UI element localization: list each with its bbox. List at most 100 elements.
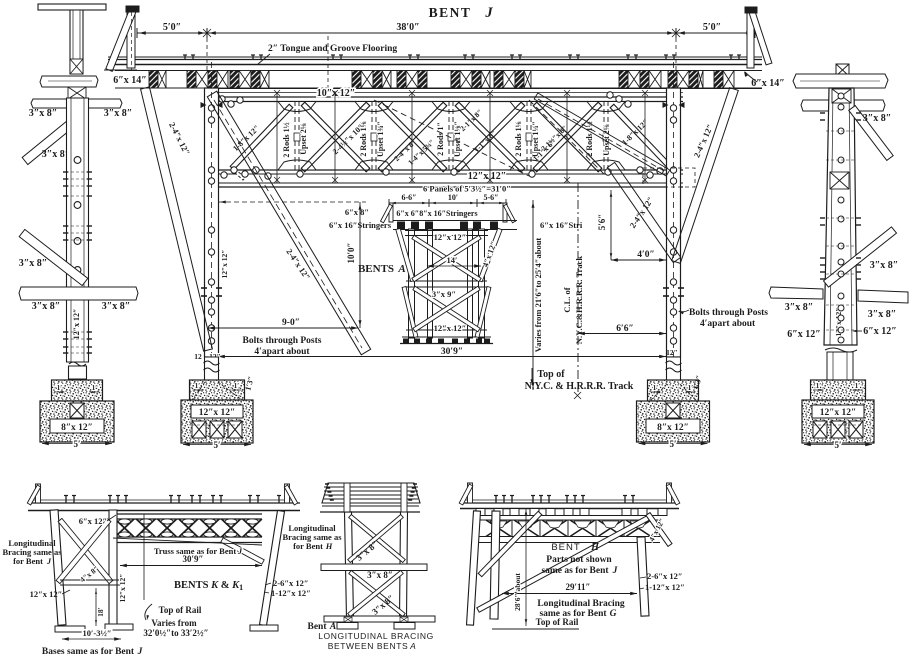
svg-text:Bases same as for Bent: Bases same as for Bent <box>42 647 135 657</box>
svg-text:12: 12 <box>194 352 202 361</box>
svg-text:Truss same as for Bent: Truss same as for Bent <box>154 546 236 556</box>
svg-text:12″x 12″: 12″x 12″ <box>468 171 507 182</box>
svg-text:3″x 8″: 3″x 8″ <box>29 108 58 119</box>
svg-text:G: G <box>610 609 617 619</box>
svg-text:3″x 8″: 3″x 8″ <box>19 258 48 269</box>
svg-text:30′9″: 30′9″ <box>182 554 203 564</box>
svg-text:3″x 8″: 3″x 8″ <box>42 149 71 160</box>
svg-text:5-6″: 5-6″ <box>483 193 498 202</box>
svg-text:2-6″x 12″: 2-6″x 12″ <box>273 578 309 588</box>
svg-text:Longitudinal: Longitudinal <box>8 538 56 548</box>
svg-text:1-12″x 12″: 1-12″x 12″ <box>271 588 311 598</box>
svg-text:6″x 8″: 6″x 8″ <box>345 207 369 217</box>
svg-text:Bracing same as: Bracing same as <box>2 547 62 557</box>
svg-text:3″x 8″: 3″x 8″ <box>32 301 61 312</box>
svg-text:12″x 12″: 12″x 12″ <box>72 309 81 340</box>
svg-text:6″x 6″8″x 16″Stringers: 6″x 6″8″x 16″Stringers <box>396 209 477 218</box>
svg-text:Top of: Top of <box>537 369 565 380</box>
svg-text:29′11″: 29′11″ <box>565 582 590 592</box>
svg-text:Longitudinal: Longitudinal <box>288 523 336 533</box>
svg-text:4′apart about: 4′apart about <box>254 347 310 357</box>
svg-text:18′: 18′ <box>96 607 105 617</box>
svg-text:same as for Bent: same as for Bent <box>541 566 609 576</box>
svg-text:3″x 8″: 3″x 8″ <box>785 302 814 313</box>
svg-text:12″x 12″: 12″x 12″ <box>834 308 843 337</box>
svg-text:3″x 9″: 3″x 9″ <box>432 289 456 299</box>
svg-text:10′-3½″: 10′-3½″ <box>82 628 111 638</box>
svg-text:Upset 1⅛″: Upset 1⅛″ <box>453 121 462 157</box>
svg-text:6 Panels of 5′3½″=31′0″: 6 Panels of 5′3½″=31′0″ <box>423 184 511 194</box>
svg-text:Upset 1¾″: Upset 1¾″ <box>376 121 385 157</box>
svg-text:Parts not shown: Parts not shown <box>546 555 612 565</box>
svg-text:Varies from: Varies from <box>151 618 197 628</box>
svg-text:5′: 5′ <box>669 439 676 449</box>
svg-text:A: A <box>409 641 416 651</box>
svg-text:1′: 1′ <box>688 384 694 392</box>
svg-text:30′9″: 30′9″ <box>441 347 463 357</box>
svg-text:1′: 1′ <box>855 382 861 390</box>
svg-text:6″x 12″: 6″x 12″ <box>79 516 108 526</box>
svg-text:Upset 1¼″: Upset 1¼″ <box>531 121 540 157</box>
svg-text:J: J <box>46 556 52 566</box>
svg-text:1′: 1′ <box>57 384 63 392</box>
svg-text:Bracing same as: Bracing same as <box>282 532 342 542</box>
svg-text:A: A <box>329 622 336 632</box>
svg-text:10′: 10′ <box>448 193 458 202</box>
svg-text:5′: 5′ <box>213 440 220 450</box>
svg-text:J: J <box>612 566 618 576</box>
svg-text:same as for Bent: same as for Bent <box>539 609 607 619</box>
svg-text:4′0″: 4′0″ <box>637 250 654 260</box>
svg-text:2 Rods 1″: 2 Rods 1″ <box>436 122 445 156</box>
svg-text:14′: 14′ <box>447 255 458 265</box>
svg-text:A: A <box>397 263 405 275</box>
svg-text:2 Rods 1½: 2 Rods 1½ <box>585 121 594 156</box>
svg-text:H: H <box>590 542 600 553</box>
svg-text:2 Rods 1⅛: 2 Rods 1⅛ <box>514 121 523 156</box>
svg-text:1′: 1′ <box>92 384 98 392</box>
svg-text:38′0″: 38′0″ <box>396 22 419 33</box>
svg-text:BENTS: BENTS <box>358 263 394 275</box>
svg-text:LONGITUDINAL BRACING: LONGITUDINAL BRACING <box>318 631 434 641</box>
svg-text:for Bent: for Bent <box>13 556 43 566</box>
svg-text:2″ Tongue and Groove Flooring: 2″ Tongue and Groove Flooring <box>268 44 397 54</box>
svg-text:12″: 12″ <box>666 348 678 357</box>
svg-text:12″x 12″: 12″x 12″ <box>434 323 467 333</box>
svg-text:BETWEEN BENTS: BETWEEN BENTS <box>328 641 409 651</box>
svg-text:2-6″x 12″: 2-6″x 12″ <box>647 571 683 581</box>
svg-text:1′: 1′ <box>234 382 240 390</box>
svg-text:8″x 12″: 8″x 12″ <box>61 423 93 433</box>
svg-text:N.Y.C. & H.R.R.R. Track: N.Y.C. & H.R.R.R. Track <box>525 381 634 392</box>
svg-text:Bent: Bent <box>308 622 328 632</box>
svg-text:Bolts through Posts: Bolts through Posts <box>689 308 768 318</box>
svg-text:Varies from 21′6″to 25′4″about: Varies from 21′6″to 25′4″about <box>533 238 543 353</box>
svg-text:5′: 5′ <box>73 439 80 449</box>
svg-text:2 Rods 1½: 2 Rods 1½ <box>282 122 291 157</box>
svg-text:2 Rods 1⅛: 2 Rods 1⅛ <box>359 121 368 156</box>
svg-text:8″x 12″: 8″x 12″ <box>657 423 689 433</box>
svg-text:10″x 12″: 10″x 12″ <box>317 88 356 99</box>
svg-text:3″x 8″: 3″x 8″ <box>870 260 899 271</box>
svg-text:1′: 1′ <box>195 382 201 390</box>
svg-text:BENT: BENT <box>429 5 472 20</box>
svg-text:Top of Rail: Top of Rail <box>536 617 579 627</box>
svg-text:12″x 12″: 12″x 12″ <box>434 232 467 242</box>
svg-text:5′0″: 5′0″ <box>703 22 721 33</box>
svg-text:5′0″: 5′0″ <box>163 22 181 33</box>
svg-text:for Bent: for Bent <box>293 541 323 551</box>
svg-text:6″x 16″Stri: 6″x 16″Stri <box>540 220 583 230</box>
svg-text:6″x 14″: 6″x 14″ <box>113 75 147 86</box>
svg-text:5′: 5′ <box>834 440 841 450</box>
svg-text:1′: 1′ <box>816 382 822 390</box>
svg-text:Longitudinal Bracing: Longitudinal Bracing <box>537 599 625 609</box>
svg-text:6′6″: 6′6″ <box>616 324 633 334</box>
svg-text:Bolts through Posts: Bolts through Posts <box>242 336 321 346</box>
svg-text:28′6″ about: 28′6″ about <box>513 573 522 611</box>
svg-text:9-0″: 9-0″ <box>282 318 300 328</box>
svg-text:BENT: BENT <box>551 542 580 553</box>
svg-text:BENTS K & K1: BENTS K & K1 <box>174 580 243 592</box>
svg-text:12″x 12″: 12″x 12″ <box>30 589 63 599</box>
svg-text:32′0½″to 33′2½″: 32′0½″to 33′2½″ <box>143 628 208 638</box>
svg-text:6-6″: 6-6″ <box>401 193 416 202</box>
svg-text:12″x 12″: 12″x 12″ <box>820 408 857 418</box>
svg-text:4′apart about: 4′apart about <box>700 319 756 329</box>
